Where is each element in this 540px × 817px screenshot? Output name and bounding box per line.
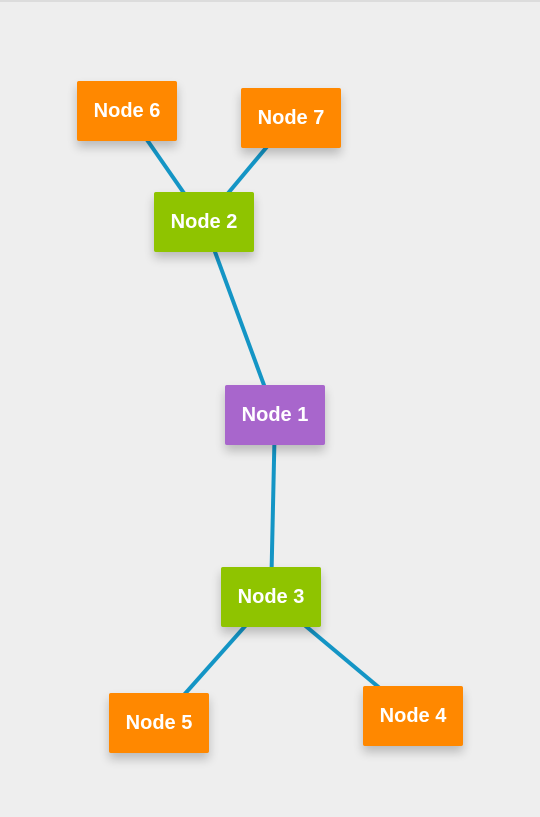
node-5[interactable]: Node 5 (109, 693, 209, 753)
node-6-label: Node 6 (93, 99, 161, 122)
edge-n1-n3 (269, 414, 277, 598)
node-1-label: Node 1 (241, 403, 309, 426)
node-3[interactable]: Node 3 (221, 567, 321, 627)
node-7-label: Node 7 (257, 106, 325, 129)
node-3-label: Node 3 (237, 585, 305, 608)
node-1[interactable]: Node 1 (225, 385, 325, 445)
node-2[interactable]: Node 2 (154, 192, 254, 252)
node-6[interactable]: Node 6 (77, 81, 177, 141)
node-2-label: Node 2 (170, 210, 238, 233)
node-4-label: Node 4 (379, 704, 447, 727)
node-4[interactable]: Node 4 (363, 686, 463, 746)
edge-n1-n2 (202, 221, 277, 416)
top-divider (0, 0, 540, 2)
node-7[interactable]: Node 7 (241, 88, 341, 148)
node-5-label: Node 5 (125, 711, 193, 734)
